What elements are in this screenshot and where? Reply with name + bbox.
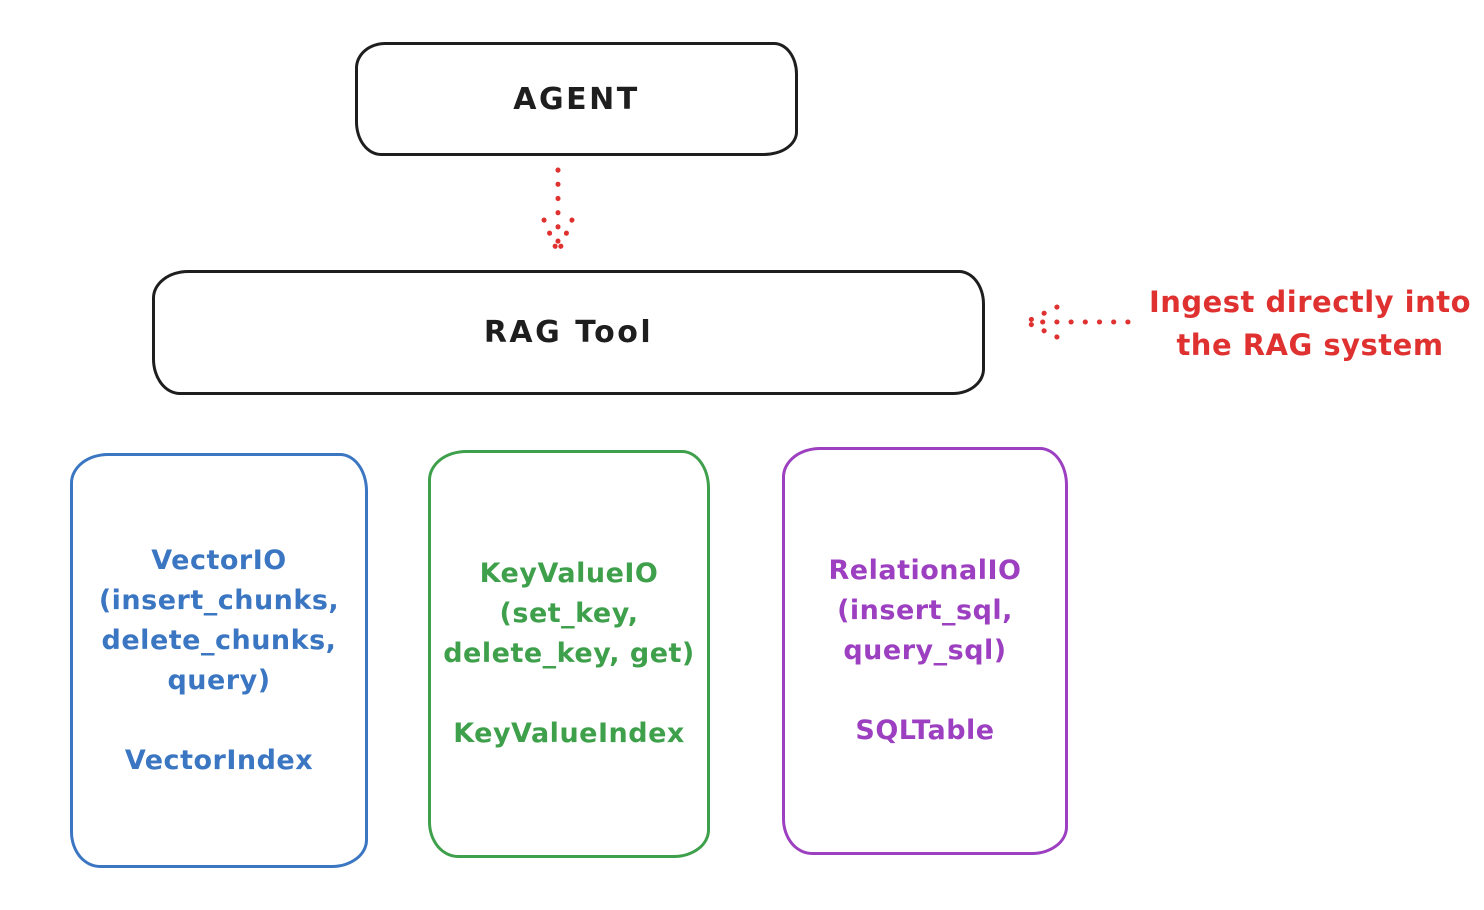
ingest-note-line2: the RAG system (1176, 328, 1444, 362)
ingest-note: Ingest directly into the RAG system (1142, 281, 1478, 367)
sql-table-label: SQLTable (855, 715, 995, 746)
agent-box-label: AGENT (513, 81, 640, 117)
vector-index-label: VectorIndex (124, 744, 314, 776)
vector-io-params-line1: (insert_chunks, (98, 584, 340, 616)
vector-io-params-line3: query) (167, 664, 271, 696)
keyvalue-index-label: KeyValueIndex (453, 718, 685, 749)
vector-io-title: VectorIO (151, 544, 287, 576)
keyvalue-io-box: KeyValueIO (set_key, delete_key, get) Ke… (428, 450, 710, 858)
agent-box: AGENT (355, 42, 798, 156)
relational-io-box: RelationalIO (insert_sql, query_sql) SQL… (782, 447, 1068, 855)
keyvalue-io-params-line2: delete_key, get) (443, 638, 695, 669)
ingest-note-line1: Ingest directly into (1148, 285, 1472, 319)
agent-to-rag-arrow (541, 167, 575, 256)
keyvalue-io-title: KeyValueIO (479, 558, 659, 589)
relational-io-title: RelationalIO (828, 555, 1022, 586)
keyvalue-io-params-line1: (set_key, (499, 598, 639, 629)
note-to-rag-arrow (1023, 304, 1131, 340)
vector-io-params-line2: delete_chunks, (101, 624, 337, 656)
rag-tool-box-label: RAG Tool (483, 315, 654, 350)
rag-tool-box: RAG Tool (152, 270, 985, 395)
relational-io-params-line2: query_sql) (843, 635, 1007, 666)
relational-io-params-line1: (insert_sql, (837, 595, 1013, 626)
vector-io-box: VectorIO (insert_chunks, delete_chunks, … (70, 453, 368, 868)
